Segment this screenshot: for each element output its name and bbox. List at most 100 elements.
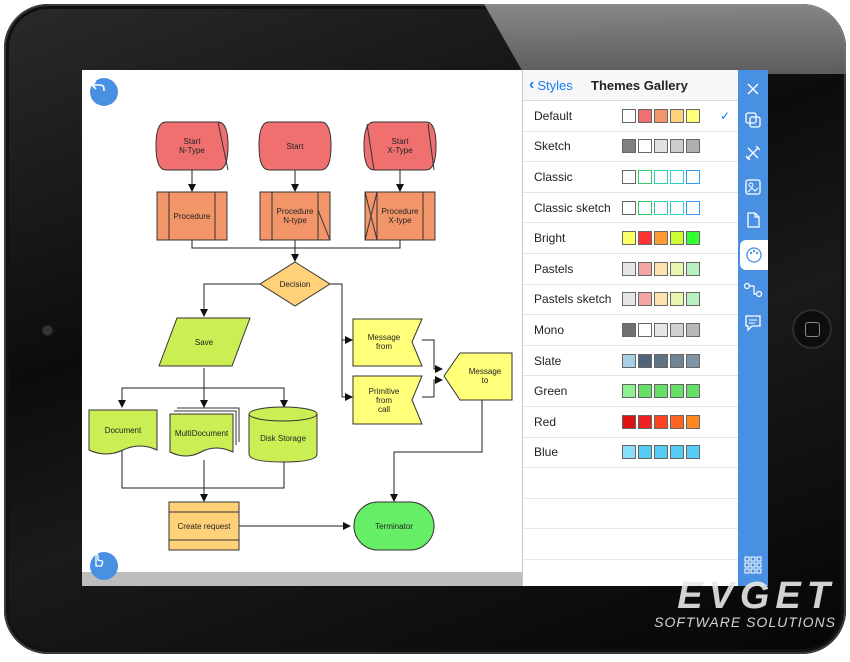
color-swatch — [654, 200, 668, 215]
color-swatch — [654, 353, 668, 368]
theme-row[interactable]: Sketch — [523, 132, 739, 163]
back-label: Styles — [537, 77, 573, 93]
save-label: Save — [194, 337, 214, 347]
diagram-canvas[interactable]: Start N-Type Start Start X-Type Procedur… — [82, 70, 522, 586]
color-swatch — [654, 169, 668, 184]
home-button[interactable] — [792, 309, 832, 349]
theme-name: Slate — [534, 353, 562, 368]
theme-swatches — [622, 139, 700, 154]
create-request-label: Create request — [177, 521, 231, 531]
theme-swatches — [622, 414, 700, 429]
document-label: Document — [104, 425, 142, 435]
theme-swatches — [622, 231, 700, 246]
color-swatch — [686, 261, 700, 276]
color-swatch — [622, 384, 636, 399]
theme-row[interactable]: Blue — [523, 438, 739, 469]
theme-name: Mono — [534, 322, 565, 337]
color-swatch — [622, 445, 636, 460]
color-swatch — [670, 384, 684, 399]
color-swatch — [686, 231, 700, 246]
color-swatch — [670, 108, 684, 123]
theme-swatches — [622, 108, 700, 123]
theme-row[interactable]: Default✓ — [523, 101, 739, 132]
color-swatch — [686, 322, 700, 337]
theme-swatches — [622, 353, 700, 368]
color-swatch — [638, 384, 652, 399]
camera — [43, 326, 52, 335]
color-swatch — [654, 414, 668, 429]
layers-icon[interactable] — [738, 105, 768, 135]
theme-name: Default — [534, 108, 573, 123]
start-n-type-label: Start N-Type — [179, 137, 205, 155]
touch-mode-button[interactable] — [90, 552, 118, 580]
color-swatch — [654, 108, 668, 123]
theme-swatches — [622, 445, 700, 460]
theme-row[interactable]: Green — [523, 376, 739, 407]
theme-swatches — [622, 169, 700, 184]
empty-rows — [523, 468, 739, 586]
color-swatch — [686, 414, 700, 429]
color-swatch — [638, 292, 652, 307]
image-icon[interactable] — [738, 172, 768, 202]
comment-icon[interactable] — [738, 308, 768, 338]
color-swatch — [686, 445, 700, 460]
theme-swatches — [622, 384, 700, 399]
color-swatch — [638, 261, 652, 276]
tools-icon[interactable] — [738, 138, 768, 168]
color-swatch — [670, 169, 684, 184]
theme-name: Classic sketch — [534, 200, 611, 215]
theme-name: Pastels sketch — [534, 292, 612, 307]
color-swatch — [654, 231, 668, 246]
color-swatch — [686, 139, 700, 154]
theme-row[interactable]: Slate — [523, 346, 739, 377]
color-swatch — [686, 200, 700, 215]
theme-row[interactable]: Bright — [523, 223, 739, 254]
watermark-brand: EVGET — [677, 575, 836, 617]
color-swatch — [686, 353, 700, 368]
theme-row[interactable]: Pastels — [523, 254, 739, 285]
message-from-label: Message from — [367, 333, 401, 351]
hand-pointer-icon — [95, 553, 104, 567]
color-swatch — [638, 108, 652, 123]
theme-name: Classic — [534, 169, 573, 184]
theme-row[interactable]: Classic — [523, 162, 739, 193]
color-swatch — [654, 139, 668, 154]
color-swatch — [622, 261, 636, 276]
theme-swatches — [622, 200, 700, 215]
color-swatch — [686, 292, 700, 307]
page-icon[interactable] — [738, 205, 768, 235]
color-swatch — [670, 261, 684, 276]
message-to-label: Message to — [468, 367, 502, 385]
decision-label: Decision — [279, 279, 311, 289]
theme-row[interactable]: Pastels sketch — [523, 285, 739, 316]
color-swatch — [670, 322, 684, 337]
color-swatch — [622, 322, 636, 337]
palette-icon[interactable] — [740, 240, 768, 270]
primitive-from-call-label: Primitive from call — [368, 386, 400, 414]
theme-row[interactable]: Classic sketch — [523, 193, 739, 224]
theme-name: Pastels — [534, 261, 574, 276]
procedure-n-type-label: Procedure N-type — [276, 207, 314, 225]
color-swatch — [670, 445, 684, 460]
color-swatch — [638, 139, 652, 154]
close-icon[interactable] — [738, 74, 768, 104]
color-swatch — [654, 445, 668, 460]
connector-icon[interactable] — [738, 275, 768, 305]
color-swatch — [638, 169, 652, 184]
undo-button[interactable] — [90, 78, 118, 106]
back-to-styles-button[interactable]: ‹ Styles — [529, 76, 573, 94]
color-swatch — [622, 200, 636, 215]
theme-row[interactable]: Mono — [523, 315, 739, 346]
grid-icon[interactable] — [738, 550, 768, 580]
color-swatch — [622, 169, 636, 184]
color-swatch — [654, 384, 668, 399]
app-screen: Start N-Type Start Start X-Type Procedur… — [82, 70, 768, 586]
theme-swatches — [622, 322, 700, 337]
color-swatch — [638, 200, 652, 215]
theme-row[interactable]: Red — [523, 407, 739, 438]
color-swatch — [638, 414, 652, 429]
themes-panel-header: ‹ Styles Themes Gallery — [523, 70, 739, 101]
theme-name: Red — [534, 414, 557, 429]
theme-name: Green — [534, 384, 568, 399]
